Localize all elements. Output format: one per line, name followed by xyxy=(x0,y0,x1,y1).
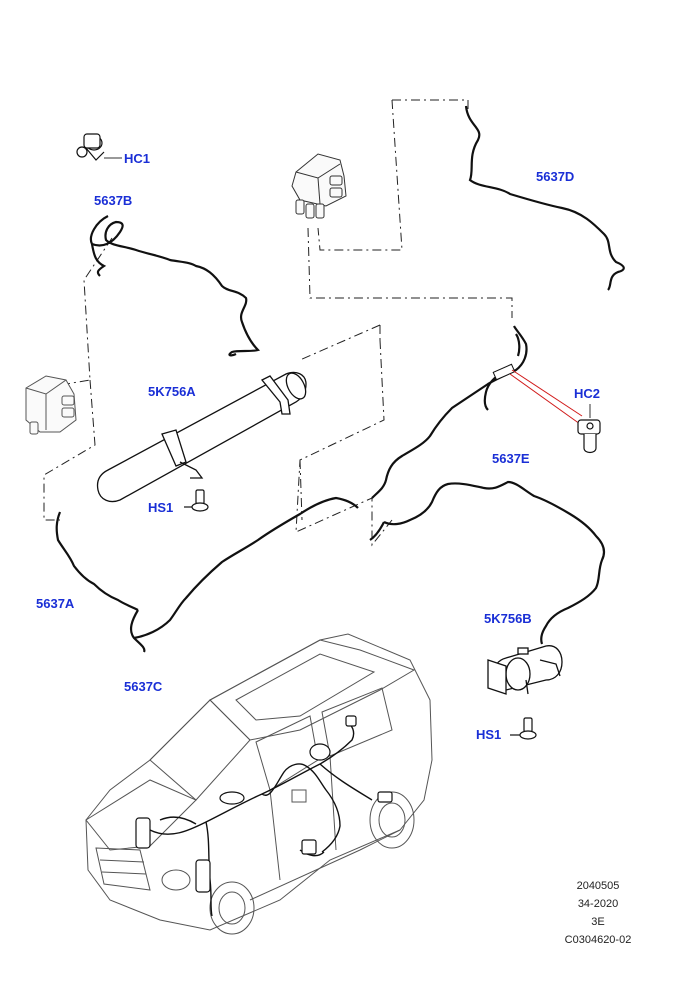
reference-line-1: 2040505 xyxy=(576,880,620,892)
pipe-clip xyxy=(492,363,516,381)
label-5637d: 5637D xyxy=(536,169,575,184)
connector-hc1-icon xyxy=(76,133,122,161)
label-hc2: HC2 xyxy=(574,386,601,401)
pipe-5637d xyxy=(464,105,625,291)
connector-hc2-icon xyxy=(577,404,601,454)
label-hs1-lower: HS1 xyxy=(476,727,502,742)
pipe-5637b xyxy=(89,215,261,357)
pipe-5637b-tail xyxy=(90,243,107,277)
label-5637e: 5637E xyxy=(492,451,530,466)
pipe-main-branch xyxy=(483,333,521,411)
pipe-5637a xyxy=(55,511,139,611)
pipe-5637c xyxy=(129,496,359,653)
pipe-5637e-tail xyxy=(369,521,385,541)
bolt-hs1-lower-icon xyxy=(510,717,537,740)
valve-block-left xyxy=(25,375,77,435)
reference-line-2: 34-2020 xyxy=(577,898,619,910)
vehicle-air-lines xyxy=(149,721,373,917)
pipe-5637e xyxy=(383,480,606,645)
pipe-main xyxy=(371,325,528,499)
assembly-guide-lines xyxy=(43,99,513,547)
vehicle-air-struts xyxy=(135,715,393,893)
label-5637a: 5637A xyxy=(36,596,75,611)
label-5k756a: 5K756A xyxy=(148,384,196,399)
reference-line-4: C0304620-02 xyxy=(564,934,632,946)
label-hc1: HC1 xyxy=(124,151,151,166)
label-hs1-upper: HS1 xyxy=(148,500,174,515)
accumulator-5k756b-icon xyxy=(487,645,563,695)
accumulator-5k756a-icon xyxy=(96,371,307,503)
bolt-hs1-upper-icon xyxy=(184,489,209,512)
label-5637b: 5637B xyxy=(94,193,133,208)
callout-hc2 xyxy=(509,369,583,425)
valve-block-upper xyxy=(291,153,347,219)
label-5637c: 5637C xyxy=(124,679,163,694)
label-5k756b: 5K756B xyxy=(484,611,532,626)
reference-line-3: 3E xyxy=(591,916,605,928)
